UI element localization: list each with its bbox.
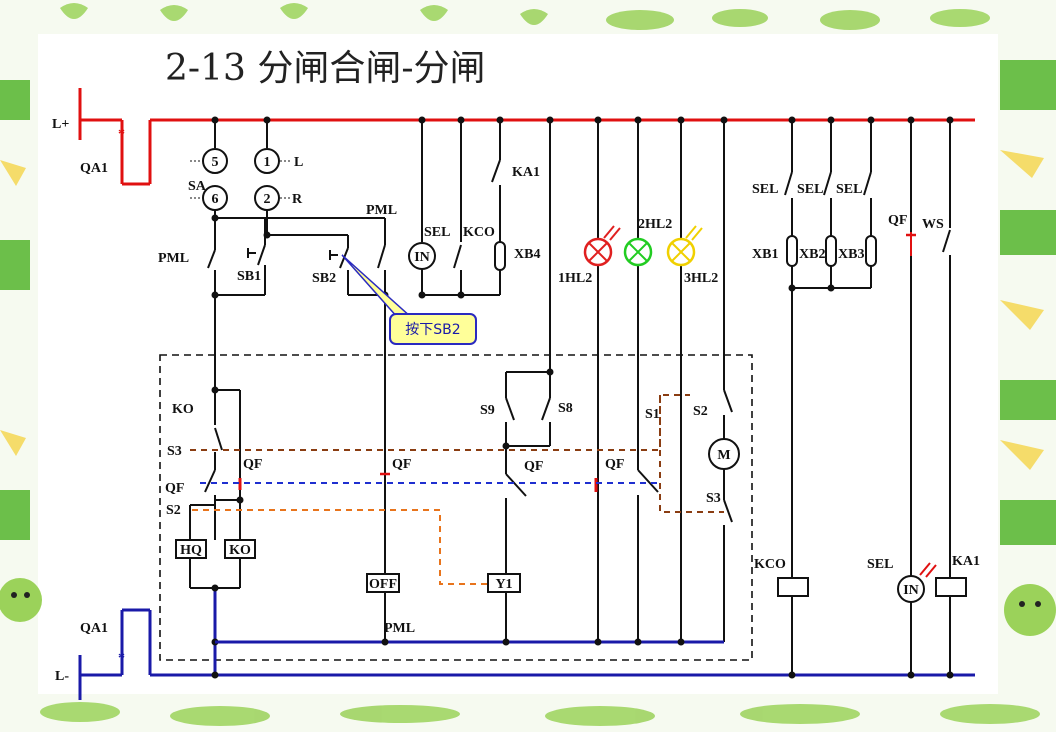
label-sa1: 1 xyxy=(264,155,271,170)
label-qa1-bottom: QA1 xyxy=(80,621,108,636)
label-sb1: SB1 xyxy=(237,269,261,284)
label-lminus: L- xyxy=(55,669,69,684)
closing-branch xyxy=(175,295,256,679)
label-sel-bottom: SEL xyxy=(867,557,893,572)
negative-busbar: * xyxy=(78,608,975,700)
label-pml-bottom: PML xyxy=(384,621,415,636)
label-sa2: 2 xyxy=(264,192,271,207)
label-qf-s1: QF xyxy=(605,457,624,472)
label-s9: S9 xyxy=(480,403,495,418)
label-ka1-bottom: KA1 xyxy=(952,554,980,569)
y1-branch xyxy=(487,116,554,642)
label-qa1-top: QA1 xyxy=(80,161,108,176)
label-ko-box: KO xyxy=(229,543,251,558)
label-sa: SA xyxy=(188,179,207,194)
mechanical-linkages xyxy=(190,394,724,585)
label-in-1: IN xyxy=(414,250,430,265)
label-qf-mid: QF xyxy=(392,457,411,472)
svg-text:*: * xyxy=(118,127,125,142)
label-xb4: XB4 xyxy=(514,247,540,262)
label-ws: WS xyxy=(922,217,944,232)
label-s2-right: S2 xyxy=(693,404,708,419)
label-s8: S8 xyxy=(558,401,573,416)
label-ko: KO xyxy=(172,402,194,417)
label-xb1: XB1 xyxy=(752,247,778,262)
sel-xb-group xyxy=(777,116,877,679)
callout-press-sb2: 按下SB2 xyxy=(341,254,477,345)
breaker-enclosure xyxy=(159,354,753,661)
callout-text: 按下SB2 xyxy=(405,322,460,338)
signal-branch xyxy=(408,116,506,299)
label-motor: M xyxy=(717,448,730,463)
label-hq: HQ xyxy=(180,543,202,558)
label-qf-y1: QF xyxy=(524,459,543,474)
label-xb3: XB3 xyxy=(838,247,864,262)
page-title: 2-13 分闸合闸-分闸 xyxy=(165,48,486,89)
label-3hl2: 3HL2 xyxy=(684,271,718,286)
label-qf-right: QF xyxy=(888,213,907,228)
label-kco-bottom: KCO xyxy=(754,557,786,572)
label-sa-l: L xyxy=(294,155,303,170)
label-sb2: SB2 xyxy=(312,271,336,286)
label-s3-left: S3 xyxy=(167,444,182,459)
label-ka1-top: KA1 xyxy=(512,165,540,180)
label-s3-right: S3 xyxy=(706,491,721,506)
label-sel-a: SEL xyxy=(752,182,778,197)
label-sa-r: R xyxy=(292,192,303,207)
label-off: OFF xyxy=(369,577,397,592)
sa-switch xyxy=(190,116,290,250)
off-coil-branch xyxy=(366,472,400,593)
left-side-decorations xyxy=(0,80,42,622)
label-xb2: XB2 xyxy=(799,247,825,262)
label-sel-b: SEL xyxy=(797,182,823,197)
label-in-2: IN xyxy=(903,583,919,598)
label-sel-1: SEL xyxy=(424,225,450,240)
label-kco-top: KCO xyxy=(463,225,495,240)
motor-branch xyxy=(594,116,740,642)
positive-busbar: * xyxy=(78,88,975,186)
qf-ws-branch xyxy=(897,116,967,679)
indicator-lamps xyxy=(583,116,703,640)
label-qf-left: QF xyxy=(165,481,184,496)
label-sel-c: SEL xyxy=(836,182,862,197)
right-side-decorations xyxy=(1000,60,1056,636)
label-2hl2: 2HL2 xyxy=(638,217,672,232)
label-sa5: 5 xyxy=(212,155,219,170)
label-1hl2: 1HL2 xyxy=(558,271,592,286)
label-y1: Y1 xyxy=(495,577,512,592)
label-pml-right: PML xyxy=(366,203,397,218)
label-lplus: L+ xyxy=(52,117,69,132)
component-labels: L+ QA1 L- QA1 SA 5 1 6 2 L R PML PML SB1… xyxy=(52,117,980,684)
label-sa6: 6 xyxy=(212,192,219,207)
label-pml-left: PML xyxy=(158,251,189,266)
label-s1: S1 xyxy=(645,407,660,422)
svg-text:*: * xyxy=(118,651,125,666)
label-s2-left: S2 xyxy=(166,503,181,518)
label-qf-left-2: QF xyxy=(243,457,262,472)
